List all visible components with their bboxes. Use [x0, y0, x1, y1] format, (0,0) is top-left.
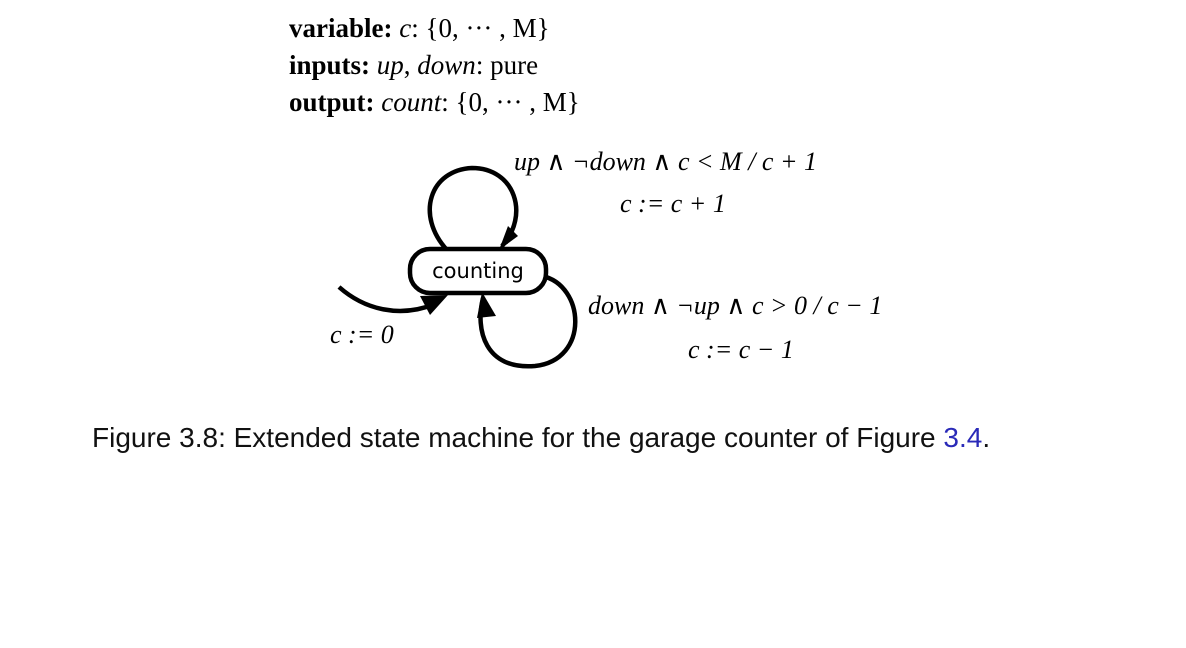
variable-keyword: variable: — [289, 13, 393, 43]
separator: : — [475, 50, 484, 80]
initial-transition-arrow — [337, 285, 436, 314]
output-declaration: output: count: {0, ··· , M} — [289, 84, 580, 121]
separator: : — [411, 13, 419, 43]
figure-reference-link[interactable]: 3.4 — [943, 422, 983, 453]
decrement-transition-arrow — [478, 273, 578, 369]
variable-declaration: variable: c: {0, ··· , M} — [289, 10, 580, 47]
input-up: up — [376, 50, 404, 80]
increment-guard: up ∧ ¬down ∧ c < M / c + 1 — [514, 147, 817, 176]
state-label: counting — [432, 259, 524, 283]
separator: : — [441, 87, 449, 117]
decrement-action: c := c − 1 — [688, 335, 794, 364]
inputs-type: pure — [490, 50, 539, 80]
separator: , — [403, 50, 411, 80]
declarations: variable: c: {0, ··· , M} inputs: up, do… — [289, 10, 580, 121]
increment-action: c := c + 1 — [620, 189, 726, 218]
variable-type: {0, ··· , M} — [425, 13, 550, 43]
decrement-guard: down ∧ ¬up ∧ c > 0 / c − 1 — [588, 291, 882, 320]
caption-end: . — [982, 422, 991, 453]
initial-arrowhead — [420, 295, 448, 315]
figure-caption: Figure 3.8: Extended state machine for t… — [92, 422, 990, 454]
state-counting — [407, 246, 549, 296]
output-type: {0, ··· , M} — [455, 87, 580, 117]
output-name: count — [381, 87, 442, 117]
output-keyword: output: — [289, 87, 375, 117]
input-down: down — [417, 50, 476, 80]
variable-name: c — [399, 13, 412, 43]
increment-arrowhead — [499, 226, 518, 250]
inputs-keyword: inputs: — [289, 50, 371, 80]
decrement-arrowhead — [477, 292, 496, 318]
caption-text: Figure 3.8: Extended state machine for t… — [92, 422, 944, 453]
inputs-declaration: inputs: up, down: pure — [289, 47, 580, 84]
initial-action: c := 0 — [330, 320, 394, 349]
increment-transition-arrow — [427, 165, 519, 252]
